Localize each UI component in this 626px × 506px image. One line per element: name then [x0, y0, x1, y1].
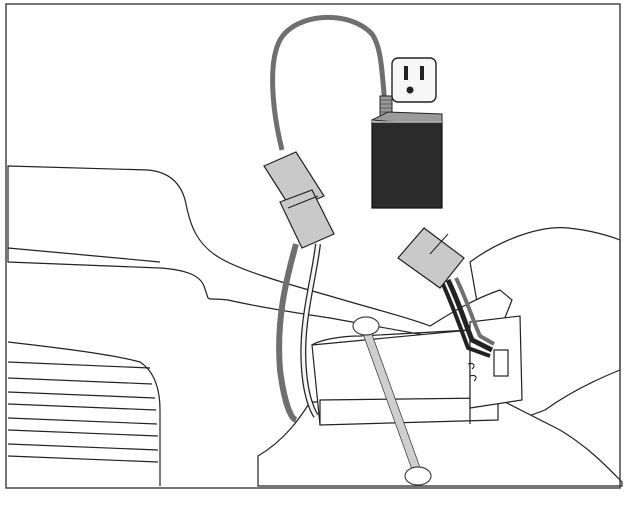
charger-cable [270, 14, 388, 151]
wall-outlet-icon [391, 57, 437, 103]
vent-slats [7, 361, 159, 463]
hold-down-strap [352, 316, 432, 486]
battery-connector-icon [397, 227, 465, 289]
inline-connector-icon [263, 151, 335, 249]
battery-leads-left [276, 243, 321, 423]
battery-leads-right [440, 277, 495, 358]
plug-in-charger-icon [370, 95, 443, 209]
seat-fender [7, 165, 513, 346]
body-side-lines [7, 247, 161, 486]
figure-frame [5, 3, 621, 489]
